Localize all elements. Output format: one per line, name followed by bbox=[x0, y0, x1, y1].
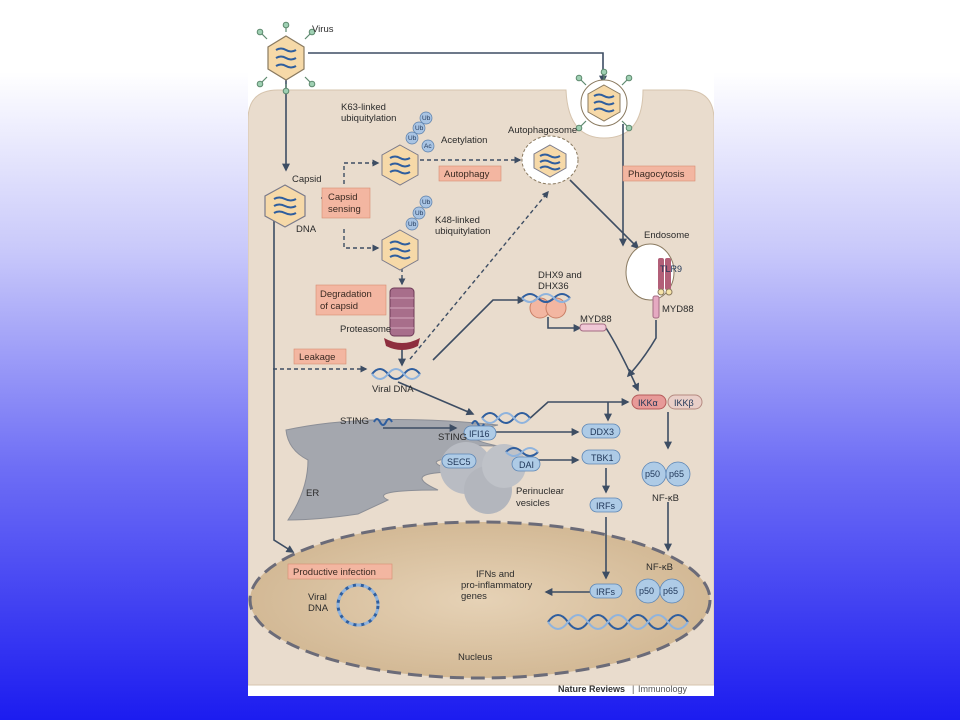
degradation-box bbox=[315, 284, 387, 316]
dhx-complex bbox=[521, 293, 607, 332]
svg-text:Ub: Ub bbox=[408, 135, 417, 142]
phagocytosis-label: Phagocytosis bbox=[628, 169, 685, 180]
svg-text:Ub: Ub bbox=[422, 115, 431, 122]
ifns-label-2: pro-inflammatory bbox=[461, 580, 533, 591]
diagram-panel: Ub Ub Ub Ac Ub Ub Ub bbox=[248, 20, 714, 696]
nuclear-dna bbox=[547, 614, 689, 630]
k48-label-1: K48-linked bbox=[435, 215, 480, 226]
myd88-label-b: MYD88 bbox=[662, 304, 694, 315]
p65-label: p65 bbox=[669, 469, 684, 479]
k63-label-2: ubiquitylation bbox=[341, 113, 396, 124]
ikka-protein bbox=[631, 394, 667, 410]
leakage-label: Leakage bbox=[299, 352, 335, 363]
dhx-label-1: DHX9 and bbox=[538, 270, 582, 281]
ddx3-label: DDX3 bbox=[590, 427, 614, 437]
virus-icon bbox=[256, 21, 316, 95]
proteasome-icon bbox=[384, 287, 420, 350]
sting-er-icon bbox=[373, 418, 393, 426]
productive-infection-box bbox=[287, 563, 393, 580]
sec5-protein bbox=[441, 453, 477, 469]
svg-text:Ub: Ub bbox=[415, 125, 424, 132]
productive-infection-label: Productive infection bbox=[293, 567, 376, 578]
viral-dna-circle bbox=[336, 583, 380, 627]
leakage-box bbox=[293, 348, 347, 365]
phagocytosis-box bbox=[622, 165, 696, 182]
acetylation-label: Acetylation bbox=[441, 135, 487, 146]
perinuclear-label-1: Perinuclear bbox=[516, 486, 564, 497]
p65-nuclear-label: p65 bbox=[663, 586, 678, 596]
autophagy-label: Autophagy bbox=[444, 169, 490, 180]
dai-dna bbox=[505, 447, 539, 457]
autophagosome-label: Autophagosome bbox=[508, 125, 577, 136]
dai-protein bbox=[511, 456, 541, 472]
virus-phagocytosed-icon bbox=[575, 68, 633, 132]
capsid-label: Capsid bbox=[292, 174, 322, 185]
tbk1-label: TBK1 bbox=[591, 453, 614, 463]
journal-name: Nature Reviews bbox=[558, 684, 625, 694]
p65-nuclear-protein bbox=[659, 578, 685, 604]
autophagosome bbox=[521, 135, 579, 185]
tlr9-label: TLR9 bbox=[660, 264, 682, 274]
irfs-protein bbox=[589, 497, 623, 513]
capsid-sensing-label-2: sensing bbox=[328, 204, 361, 215]
svg-text:Ub: Ub bbox=[422, 199, 431, 206]
ifns-label-3: genes bbox=[461, 591, 487, 602]
capsid-sensing-label-1: Capsid bbox=[328, 192, 358, 203]
ddx3-protein bbox=[581, 423, 621, 439]
tbk1-protein bbox=[581, 449, 621, 465]
er-label: ER bbox=[306, 488, 319, 499]
autophagy-box bbox=[438, 165, 502, 182]
dai-label: DAI bbox=[519, 460, 534, 470]
endosome bbox=[625, 243, 675, 319]
ikka-label: IKKα bbox=[638, 398, 658, 408]
k63-label-1: K63-linked bbox=[341, 102, 386, 113]
proteasome-label: Proteasome bbox=[340, 324, 391, 335]
p65-protein bbox=[665, 461, 691, 487]
ifns-label-1: IFNs and bbox=[476, 569, 515, 580]
degradation-label-1: Degradation bbox=[320, 289, 372, 300]
nfkb-label-2: NF-κB bbox=[646, 562, 673, 573]
p50-nuclear-label: p50 bbox=[639, 586, 654, 596]
endosome-label: Endosome bbox=[644, 230, 689, 241]
sting-ifi16-label: STING bbox=[438, 432, 467, 443]
svg-text:Ub: Ub bbox=[408, 221, 417, 228]
k48-label-2: ubiquitylation bbox=[435, 226, 490, 237]
perinuclear-label-2: vesicles bbox=[516, 498, 550, 509]
capsid-icon bbox=[264, 184, 306, 228]
pathway-diagram: Ub Ub Ub Ac Ub Ub Ub bbox=[248, 21, 714, 694]
irfs-nuclear-protein bbox=[589, 583, 623, 599]
myd88-label-a: MYD88 bbox=[580, 314, 612, 325]
k63-capsid-icon: Ub Ub Ub Ac bbox=[381, 111, 435, 186]
ifi16-label: IFI16 bbox=[469, 429, 490, 439]
svg-text:Ac: Ac bbox=[424, 143, 432, 150]
viral-dna-nuclear-label-1: Viral bbox=[308, 592, 327, 603]
viral-dna-icon bbox=[371, 368, 421, 380]
ifi16-protein bbox=[463, 425, 497, 441]
virus-label: Virus bbox=[312, 24, 334, 35]
sting-er-label: STING bbox=[340, 416, 369, 427]
viral-dna-nuclear-label-2: DNA bbox=[308, 603, 329, 614]
dhx-label-2: DHX36 bbox=[538, 281, 569, 292]
irfs-label: IRFs bbox=[596, 501, 615, 511]
irfs-nuclear-label: IRFs bbox=[596, 587, 615, 597]
k48-capsid-icon: Ub Ub Ub bbox=[381, 195, 433, 271]
sec5-label: SEC5 bbox=[447, 457, 471, 467]
ikkb-label: IKKβ bbox=[674, 398, 694, 408]
capsid-sensing-box bbox=[321, 187, 371, 219]
degradation-label-2: of capsid bbox=[320, 301, 358, 312]
viral-dna-label: Viral DNA bbox=[372, 384, 414, 395]
pathway-arrows bbox=[273, 52, 672, 596]
footer-divider: | bbox=[632, 684, 634, 694]
dna-label: DNA bbox=[296, 224, 317, 235]
svg-text:Ub: Ub bbox=[415, 210, 424, 217]
ikkb-protein bbox=[667, 394, 703, 410]
p50-label: p50 bbox=[645, 469, 660, 479]
nucleus-label: Nucleus bbox=[458, 652, 493, 663]
journal-section: Immunology bbox=[638, 684, 688, 694]
nucleus bbox=[248, 520, 712, 680]
nfkb-label-1: NF-κB bbox=[652, 493, 679, 504]
